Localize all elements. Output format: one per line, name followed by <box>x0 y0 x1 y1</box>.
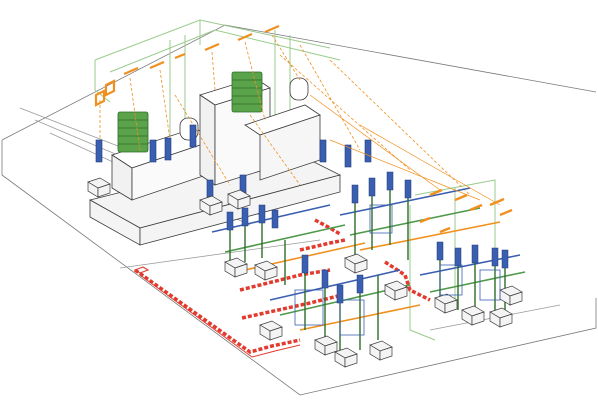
insulators-upper <box>95 124 372 211</box>
bay-footings <box>224 253 523 368</box>
radiator-right <box>231 71 263 113</box>
orange-bus-right <box>419 188 513 234</box>
transformer-left <box>111 111 216 201</box>
cable-trench <box>133 218 431 358</box>
bay-frames <box>294 204 501 336</box>
radiator-left <box>117 111 149 153</box>
footings-transformer <box>87 177 251 216</box>
bay-insulators <box>226 171 509 304</box>
orange-span-lines <box>309 94 501 206</box>
bay-posts <box>229 185 506 355</box>
equipment-bays <box>211 171 526 368</box>
orange-droppers <box>99 34 471 196</box>
overhead-connectors-top <box>94 24 280 107</box>
transformer-right <box>199 71 321 186</box>
